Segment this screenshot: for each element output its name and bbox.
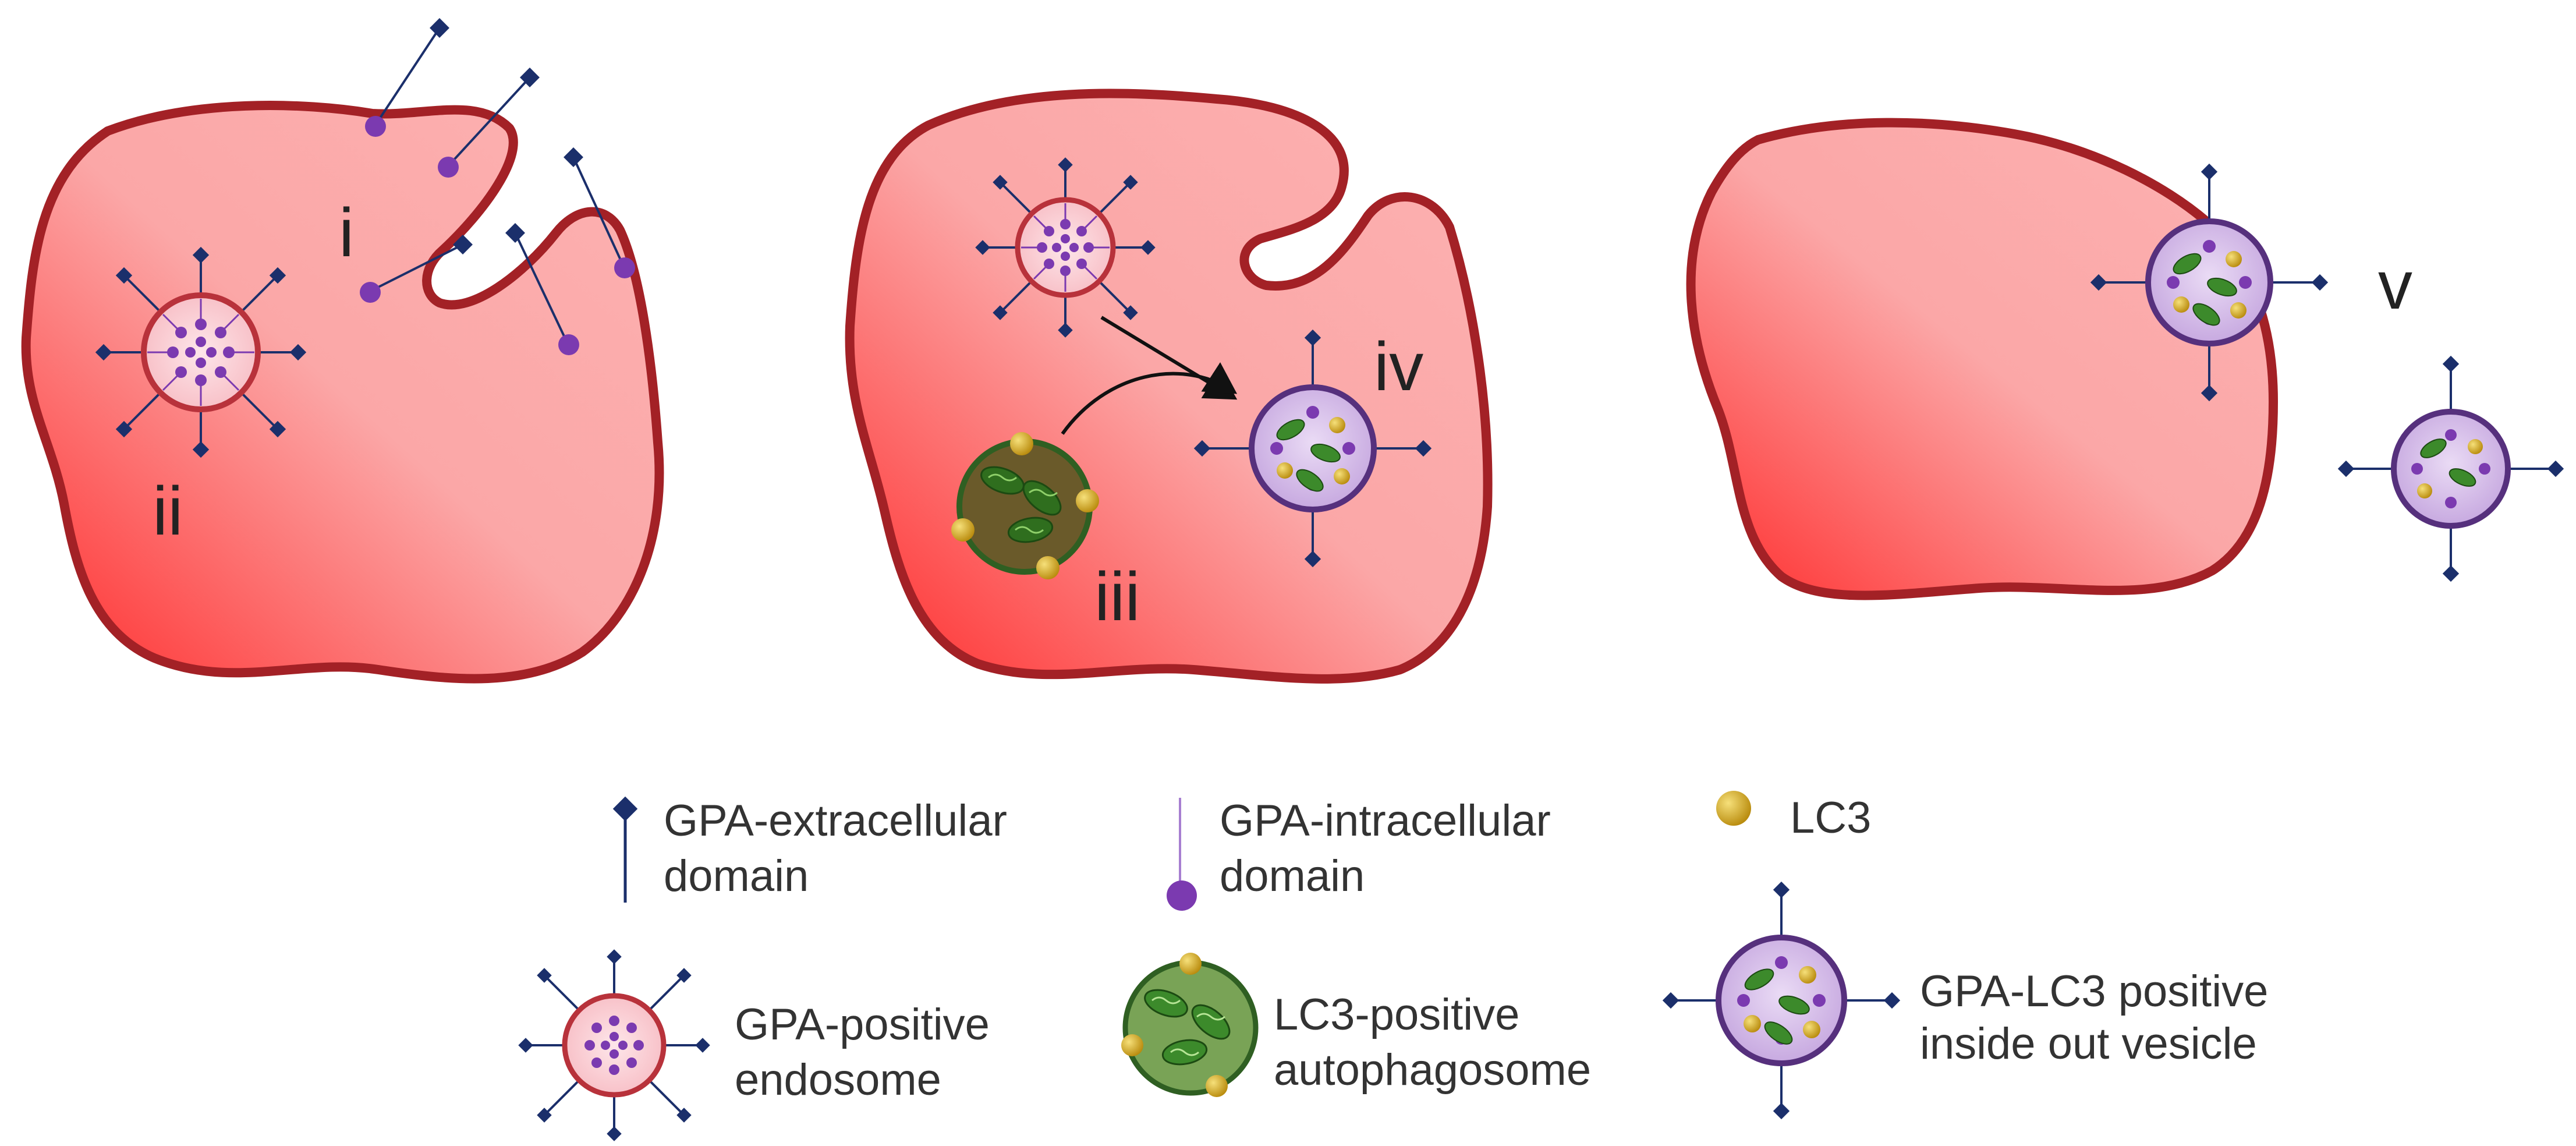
autophagosome-icon: [1121, 953, 1259, 1097]
legend-autophagosome: LC3-positive autophagosome: [1121, 953, 1591, 1097]
cell-1-membrane: [21, 101, 664, 684]
legend-extracellular-line2: domain: [664, 851, 809, 901]
legend-endosome: GPA-positive endosome: [518, 949, 1002, 1141]
legend-endosome-line1: GPA-positive: [735, 1000, 990, 1049]
legend-extracellular-line1: GPA-extracellular: [664, 796, 1007, 846]
legend-extracellular: GPA-extracellular domain: [612, 796, 1019, 903]
inside-out-vesicle-icon: [1662, 881, 1901, 1120]
legend-vesicle-line2: inside out vesicle: [1920, 1019, 2257, 1069]
legend: GPA-extracellular domain GPA-intracellul…: [518, 791, 2281, 1141]
cell-3: v: [1686, 118, 2564, 600]
legend-endosome-line2: endosome: [735, 1055, 941, 1105]
intracellular-domain-icon: [1167, 880, 1197, 911]
legend-intracellular-line1: GPA-intracellular: [1220, 796, 1551, 846]
gpa-lc3-vesicle-cell2: [1193, 329, 1432, 568]
gpa-lc3-vesicle-budding: [2090, 163, 2329, 402]
gpa-positive-endosome: [95, 246, 307, 458]
label-iv: iv: [1374, 328, 1423, 405]
lc3-positive-autophagosome-cell2: [951, 432, 1099, 579]
label-i: i: [339, 194, 354, 271]
legend-autophagosome-line1: LC3-positive: [1274, 990, 1519, 1039]
label-iii: iii: [1094, 558, 1140, 635]
label-v: v: [2378, 247, 2412, 324]
intracellular-domain-icon: [365, 116, 386, 137]
legend-intracellular: GPA-intracellular domain: [1167, 796, 1563, 911]
svg-text:GPA-intracellular doma: GPA-intracellular domain: [1220, 796, 1563, 901]
svg-text:GPA-positive endosome: GPA-positive endosome: [735, 1000, 1002, 1105]
svg-text:LC3-positive autophago: LC3-positive autophagosome: [1274, 990, 1591, 1095]
endosome-icon: [518, 949, 710, 1141]
extracellular-domain-icon: [430, 18, 449, 38]
legend-vesicle: GPA-LC3 positive inside out vesicle: [1662, 881, 2281, 1120]
arrow-autophagosome-to-vesicle: [1061, 362, 1238, 435]
cell-3-membrane: [1686, 118, 2278, 600]
svg-text:GPA-LC3 positive insid: GPA-LC3 positive inside out vesicle: [1920, 967, 2281, 1069]
lc3-icon: [1716, 791, 1751, 826]
legend-intracellular-line2: domain: [1220, 851, 1365, 901]
legend-autophagosome-line2: autophagosome: [1274, 1045, 1591, 1095]
legend-lc3-label: LC3: [1790, 793, 1871, 843]
cell-1: i ii: [21, 18, 664, 684]
membrane-gpa-receptors: [360, 18, 635, 355]
cell-2: iii iv: [845, 89, 1493, 684]
legend-lc3: LC3: [1716, 791, 1871, 843]
svg-text:GPA-extracellular doma: GPA-extracellular domain: [664, 796, 1019, 901]
extracellular-domain-icon: [612, 796, 638, 822]
gpa-positive-endosome-cell2: [975, 157, 1156, 338]
legend-vesicle-line1: GPA-LC3 positive: [1920, 967, 2268, 1016]
gpa-lc3-vesicle-released: [2337, 355, 2564, 582]
label-ii: ii: [153, 473, 183, 550]
